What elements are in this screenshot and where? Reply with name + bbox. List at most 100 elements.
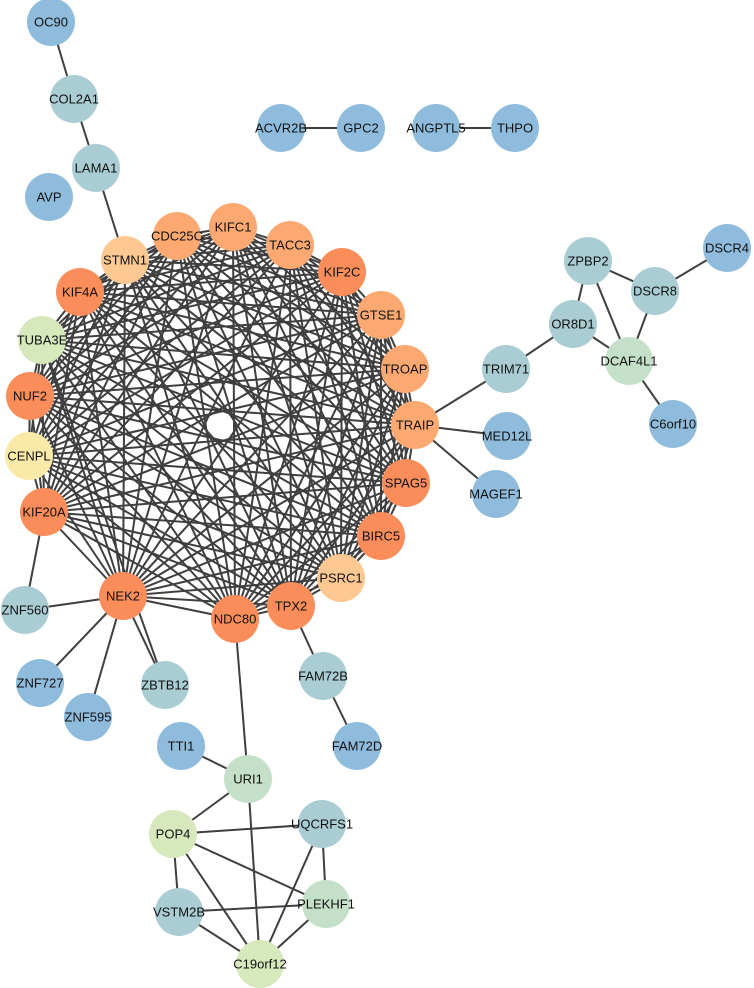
node-circle[interactable] — [257, 104, 305, 152]
node-circle[interactable] — [631, 267, 679, 315]
node-col2a1[interactable]: COL2A1 — [49, 75, 99, 123]
node-tti1[interactable]: TTI1 — [157, 722, 205, 770]
node-fam72d[interactable]: FAM72D — [332, 722, 383, 770]
node-circle[interactable] — [649, 400, 697, 448]
node-kif2c[interactable]: KIF2C — [318, 248, 366, 296]
node-circle[interactable] — [155, 888, 203, 936]
node-circle[interactable] — [99, 572, 147, 620]
node-cenpl[interactable]: CENPL — [5, 432, 53, 480]
node-circle[interactable] — [317, 554, 365, 602]
node-psrc1[interactable]: PSRC1 — [317, 554, 365, 602]
node-circle[interactable] — [5, 432, 53, 480]
node-circle[interactable] — [211, 595, 259, 643]
node-traip[interactable]: TRAIP — [391, 401, 439, 449]
node-circle[interactable] — [381, 345, 429, 393]
node-troap[interactable]: TROAP — [381, 345, 429, 393]
node-znf560[interactable]: ZNF560 — [1, 586, 49, 634]
node-dscr8[interactable]: DSCR8 — [631, 267, 679, 315]
node-oc90[interactable]: OC90 — [27, 0, 75, 46]
node-circle[interactable] — [64, 693, 112, 741]
node-or8d1[interactable]: OR8D1 — [549, 300, 597, 348]
node-circle[interactable] — [6, 372, 54, 420]
node-kif4a[interactable]: KIF4A — [56, 268, 104, 316]
node-circle[interactable] — [382, 459, 430, 507]
node-circle[interactable] — [149, 810, 197, 858]
edge-kifc1-kif4a — [79, 226, 234, 293]
node-circle[interactable] — [16, 659, 64, 707]
node-circle[interactable] — [357, 291, 405, 339]
node-circle[interactable] — [50, 75, 98, 123]
edge-stmn1-gtse1 — [124, 259, 382, 316]
node-kif20a[interactable]: KIF20A — [20, 488, 68, 536]
node-circle[interactable] — [209, 203, 257, 251]
node-zpbp2[interactable]: ZPBP2 — [564, 237, 612, 285]
node-gtse1[interactable]: GTSE1 — [357, 291, 405, 339]
node-circle[interactable] — [333, 722, 381, 770]
node-nek2[interactable]: NEK2 — [99, 572, 147, 620]
node-angptl5[interactable]: ANGPTL5 — [406, 104, 466, 152]
node-thpo[interactable]: THPO — [491, 104, 539, 152]
node-nuf2[interactable]: NUF2 — [6, 372, 54, 420]
node-circle[interactable] — [318, 248, 366, 296]
node-uri1[interactable]: URI1 — [224, 755, 272, 803]
node-tpx2[interactable]: TPX2 — [267, 582, 315, 630]
node-znf727[interactable]: ZNF727 — [16, 659, 64, 707]
node-c6orf10[interactable]: C6orf10 — [649, 400, 697, 448]
node-uqcrfs1[interactable]: UQCRFS1 — [291, 800, 353, 848]
node-gpc2[interactable]: GPC2 — [337, 104, 385, 152]
node-circle[interactable] — [153, 212, 201, 260]
node-circle[interactable] — [27, 0, 75, 46]
node-plekhf1[interactable]: PLEKHF1 — [297, 880, 355, 928]
node-circle[interactable] — [298, 800, 346, 848]
node-circle[interactable] — [703, 224, 751, 272]
node-circle[interactable] — [482, 345, 530, 393]
node-circle[interactable] — [483, 412, 531, 460]
node-tuba3e[interactable]: TUBA3E — [17, 316, 68, 364]
node-circle[interactable] — [266, 221, 314, 269]
node-kifc1[interactable]: KIFC1 — [209, 203, 257, 251]
node-birc5[interactable]: BIRC5 — [357, 512, 405, 560]
node-pop4[interactable]: POP4 — [149, 810, 197, 858]
node-stmn1[interactable]: STMN1 — [101, 236, 149, 284]
node-circle[interactable] — [412, 104, 460, 152]
node-znf595[interactable]: ZNF595 — [64, 693, 112, 741]
node-circle[interactable] — [299, 652, 347, 700]
node-circle[interactable] — [267, 582, 315, 630]
node-vstm2b[interactable]: VSTM2B — [153, 888, 205, 936]
node-circle[interactable] — [549, 300, 597, 348]
node-circle[interactable] — [157, 722, 205, 770]
node-circle[interactable] — [491, 104, 539, 152]
node-circle[interactable] — [20, 488, 68, 536]
node-circle[interactable] — [101, 236, 149, 284]
node-circle[interactable] — [1, 586, 49, 634]
node-circle[interactable] — [224, 755, 272, 803]
node-zbtb12[interactable]: ZBTB12 — [141, 661, 189, 709]
node-lama1[interactable]: LAMA1 — [72, 144, 120, 192]
node-circle[interactable] — [141, 661, 189, 709]
node-circle[interactable] — [236, 940, 284, 988]
node-ndc80[interactable]: NDC80 — [211, 595, 259, 643]
node-circle[interactable] — [564, 237, 612, 285]
node-trim71[interactable]: TRIM71 — [482, 345, 530, 393]
node-c19orf12[interactable]: C19orf12 — [233, 940, 287, 988]
node-magef1[interactable]: MAGEF1 — [469, 470, 523, 518]
node-circle[interactable] — [25, 173, 73, 221]
node-circle[interactable] — [472, 470, 520, 518]
node-spag5[interactable]: SPAG5 — [382, 459, 430, 507]
node-avp[interactable]: AVP — [25, 173, 73, 221]
node-dcaf4l1[interactable]: DCAF4L1 — [600, 337, 658, 385]
node-cdc25c[interactable]: CDC25C — [151, 212, 203, 260]
node-acvr2b[interactable]: ACVR2B — [255, 104, 307, 152]
node-med12l[interactable]: MED12L — [482, 412, 533, 460]
node-tacc3[interactable]: TACC3 — [266, 221, 314, 269]
node-circle[interactable] — [391, 401, 439, 449]
node-circle[interactable] — [357, 512, 405, 560]
node-circle[interactable] — [605, 337, 653, 385]
node-dscr4[interactable]: DSCR4 — [703, 224, 751, 272]
node-fam72b[interactable]: FAM72B — [298, 652, 348, 700]
node-circle[interactable] — [302, 880, 350, 928]
node-circle[interactable] — [72, 144, 120, 192]
node-circle[interactable] — [18, 316, 66, 364]
node-circle[interactable] — [56, 268, 104, 316]
node-circle[interactable] — [337, 104, 385, 152]
